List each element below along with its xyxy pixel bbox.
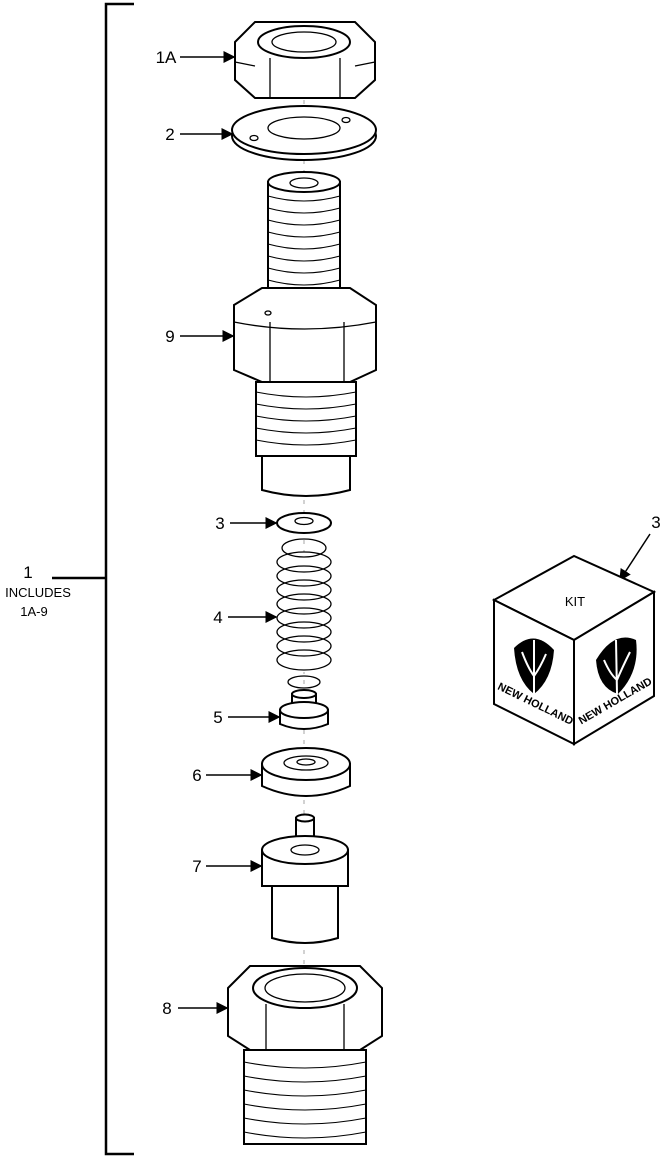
part-9-nozzle-holder [233,171,377,497]
assembly-includes-label: INCLUDES [5,585,71,600]
part-4-spring [276,538,332,689]
part-3-shim-washer [276,512,332,534]
callout-5: 5 [213,708,222,727]
callout-1a: 1A [156,48,177,67]
kit-label: KIT [565,594,585,609]
assembly-range: 1A-9 [20,604,47,619]
part-2-flange-washer [231,105,377,161]
callout-2: 2 [165,125,174,144]
callout-8: 8 [162,999,171,1018]
callout-4: 4 [213,608,222,627]
new-holland-leaf-icon [514,638,554,694]
leader-lines [178,51,651,1014]
callout-3-kit: 3 [651,513,660,532]
part-8-nozzle-nut [227,965,383,1145]
callout-7: 7 [192,857,201,876]
callout-9: 9 [165,327,174,346]
assembly-number: 1 [23,563,32,582]
part-6-intermediate-washer [261,747,351,797]
new-holland-leaf-icon [596,637,637,695]
part-1a-hex-nut [234,21,376,99]
kit-box [491,554,657,746]
assembly-bracket [52,2,134,1156]
part-7-nozzle [261,813,349,944]
callout-3: 3 [215,514,224,533]
callout-6: 6 [192,766,201,785]
part-5-spring-seat [279,689,329,730]
